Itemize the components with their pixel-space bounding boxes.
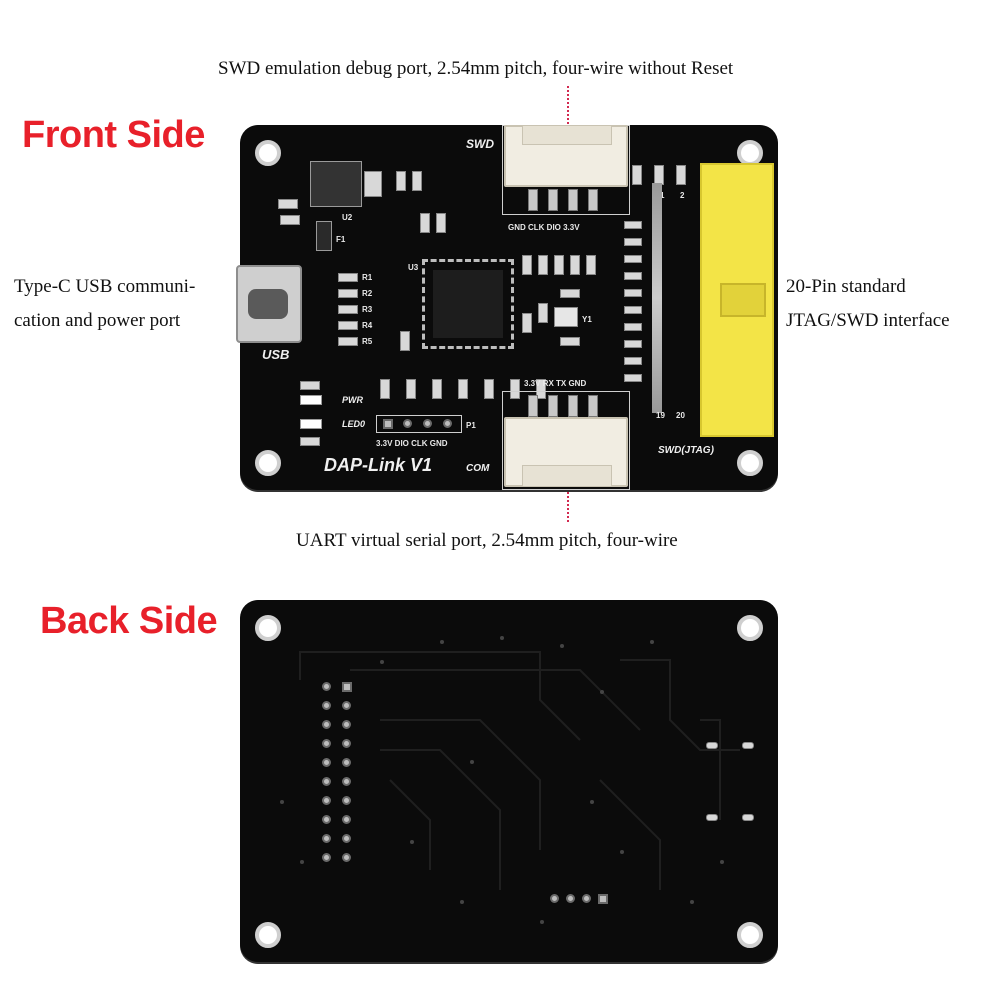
jtag-interface-callout: 20-Pin standard JTAG/SWD interface [786,270,950,338]
status-led-0 [300,419,322,429]
mount-hole-tl [255,140,281,166]
led0-label: LED0 [342,419,366,429]
back-pad-1 [706,742,718,749]
back-pcb [240,600,778,962]
f1-label: F1 [336,235,346,244]
back-pad-4 [742,814,754,821]
cap-c3 [412,171,422,191]
jtag-callout-line-1: 20-Pin standard [786,276,906,297]
swd-label: SWD [466,137,494,151]
jtag-callout-line-2: JTAG/SWD interface [786,310,950,331]
p1-label: P1 [466,421,476,430]
cap-c4 [396,171,406,191]
res-r7 [300,381,320,390]
cap-c2 [280,215,300,225]
swd-port-callout: SWD emulation debug port, 2.54mm pitch, … [218,58,734,79]
u2-label: U2 [342,213,353,222]
usb-label: USB [262,347,290,362]
uart-pin-4 [588,395,598,417]
pwr-led [300,395,322,405]
back-pad-2 [742,742,754,749]
mount-hole-bl [255,450,281,476]
uart-pin-3 [568,395,578,417]
jtag-label: SWD(JTAG) [658,445,714,456]
back-mount-hole-tl [255,615,281,641]
swd-pin-labels: GND CLK DIO 3.3V [508,223,580,232]
p1-pin-labels: 3.3V DIO CLK GND [376,439,448,448]
res-r11 [436,213,446,233]
uart-port-callout: UART virtual serial port, 2.54mm pitch, … [296,530,678,551]
usb-port-callout: Type-C USB communi- cation and power por… [14,270,195,338]
front-side-heading: Front Side [22,114,205,156]
swd-pin-3 [568,189,578,211]
uart-connector-frame [502,391,630,490]
swd-pin-2 [548,189,558,211]
usb-callout-line-2: cation and power port [14,310,181,331]
u3-label: U3 [408,263,419,272]
cap-c5 [560,289,580,298]
pin-1-label: 1 [660,191,665,200]
swd-pin-1 [528,189,538,211]
r4-label: R4 [362,321,373,330]
pwr-label: PWR [342,395,363,405]
usb-callout-line-1: Type-C USB communi- [14,276,196,297]
usb-c-connector[interactable] [236,265,302,343]
y1-label: Y1 [582,315,592,324]
r2-label: R2 [362,289,373,298]
back-pad-3 [706,814,718,821]
r1-label: R1 [362,273,373,282]
res-r8 [538,303,548,323]
r3-label: R3 [362,305,373,314]
back-traces [299,651,740,890]
pin-2-label: 2 [680,191,685,200]
cap-c12 [522,313,532,333]
cap-c1 [278,199,298,209]
uart-pin-2 [548,395,558,417]
swd-pin-4 [588,189,598,211]
p1-header[interactable] [376,415,462,433]
res-r6 [300,437,320,446]
pin-19-label: 19 [656,411,665,420]
uart-pin-labels: 3.3V RX TX GND [524,379,587,388]
back-side-heading: Back Side [40,600,218,642]
swd-connector[interactable] [504,125,628,187]
uart-pin-1 [528,395,538,417]
uart-connector[interactable] [504,417,628,487]
r5-label: R5 [362,337,373,346]
mount-hole-br [737,450,763,476]
cap-c6 [560,337,580,346]
back-mount-hole-br [737,922,763,948]
mcu-chip-u3 [422,259,514,349]
com-label: COM [466,463,490,474]
cap-c14 [400,331,410,351]
pin-20-label: 20 [676,411,685,420]
board-title: DAP-Link V1 [324,455,433,475]
front-pcb: USB U2 F1 R1 R2 R3 R4 R5 U3 Y1 S [236,125,778,490]
regulator-u2 [310,161,362,207]
back-mount-hole-tr [737,615,763,641]
cap-c13 [420,213,430,233]
back-mount-hole-bl [255,922,281,948]
regulator-tab [364,171,382,197]
fuse-f1 [316,221,332,251]
jtag-20pin-header[interactable] [700,163,774,437]
crystal-y1 [554,307,578,327]
